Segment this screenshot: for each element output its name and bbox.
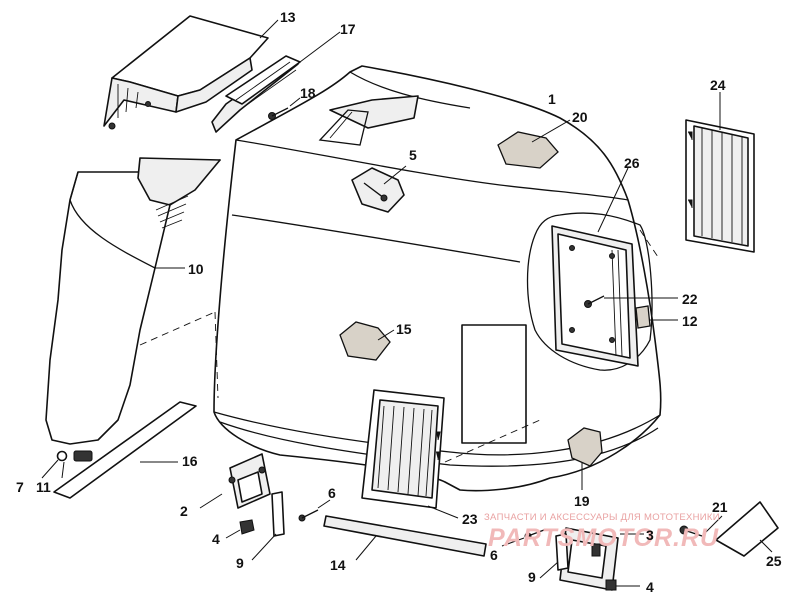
part-17-air-intake <box>211 31 341 133</box>
callout-11: 11 <box>36 479 51 495</box>
part-16-seal-strip <box>53 401 197 499</box>
part-22-screw <box>584 295 678 308</box>
part-4-knob-right <box>605 579 640 591</box>
part-18-screw <box>268 97 301 120</box>
part-23-vent-grille <box>361 389 459 519</box>
callout-22: 22 <box>682 291 698 307</box>
callout-7: 7 <box>16 479 24 495</box>
part-7-11-hardware <box>41 450 93 479</box>
callout-13: 13 <box>280 9 296 25</box>
part-21-screw <box>679 515 723 537</box>
callout-9-right: 9 <box>528 569 536 585</box>
part-15-foam-pad <box>339 321 391 361</box>
callout-5: 5 <box>409 147 417 163</box>
part-12-retainer <box>635 305 678 329</box>
part-25-decal <box>715 501 779 557</box>
part-14-trim-strip <box>323 515 487 561</box>
part-9-latch-right <box>539 533 569 579</box>
part-4-knob-left <box>225 519 255 539</box>
callout-10: 10 <box>188 261 204 277</box>
part-engine-cover <box>139 65 662 492</box>
part-13-top-hood <box>103 15 279 130</box>
callout-16: 16 <box>182 453 198 469</box>
callout-15: 15 <box>396 321 412 337</box>
callout-14: 14 <box>330 557 346 573</box>
part-6-pin-left <box>298 499 331 522</box>
part-3-lower-bracket <box>559 527 644 591</box>
part-10-front-cover <box>45 157 221 445</box>
callout-23: 23 <box>462 511 478 527</box>
callout-4-left: 4 <box>212 531 220 547</box>
callout-26: 26 <box>624 155 640 171</box>
callout-labels: 1 2 3 4 4 5 6 6 7 9 9 10 11 12 13 14 15 … <box>16 9 782 595</box>
part-5-grommet-bolt <box>351 165 407 213</box>
part-6-pin-right <box>501 529 545 547</box>
part-20-foam-pad <box>497 131 559 169</box>
callout-24: 24 <box>710 77 726 93</box>
callout-9-left: 9 <box>236 555 244 571</box>
callout-21: 21 <box>712 499 728 515</box>
part-19-foam-pad <box>567 427 603 467</box>
part-9-latch-left <box>251 491 285 561</box>
watermark-logo: PARTSMOTOR.RU <box>488 524 719 552</box>
part-26-side-panel <box>551 167 639 367</box>
callout-20: 20 <box>572 109 588 125</box>
watermark-tagline: ЗАПЧАСТИ И АКСЕССУАРЫ ДЛЯ МОТОТЕХНИКИ <box>484 512 720 523</box>
callout-12: 12 <box>682 313 698 329</box>
callout-2: 2 <box>180 503 188 519</box>
callout-19: 19 <box>574 493 590 509</box>
callout-17: 17 <box>340 21 356 37</box>
callout-18: 18 <box>300 85 316 101</box>
callout-3: 3 <box>646 527 654 543</box>
part-24-louvered-grille <box>685 92 755 253</box>
callout-1: 1 <box>548 91 556 107</box>
callout-25: 25 <box>766 553 782 569</box>
part-2-bracket <box>199 453 271 509</box>
callout-6-left: 6 <box>328 485 336 501</box>
callout-6-right: 6 <box>490 547 498 563</box>
callout-4-right: 4 <box>646 579 654 595</box>
